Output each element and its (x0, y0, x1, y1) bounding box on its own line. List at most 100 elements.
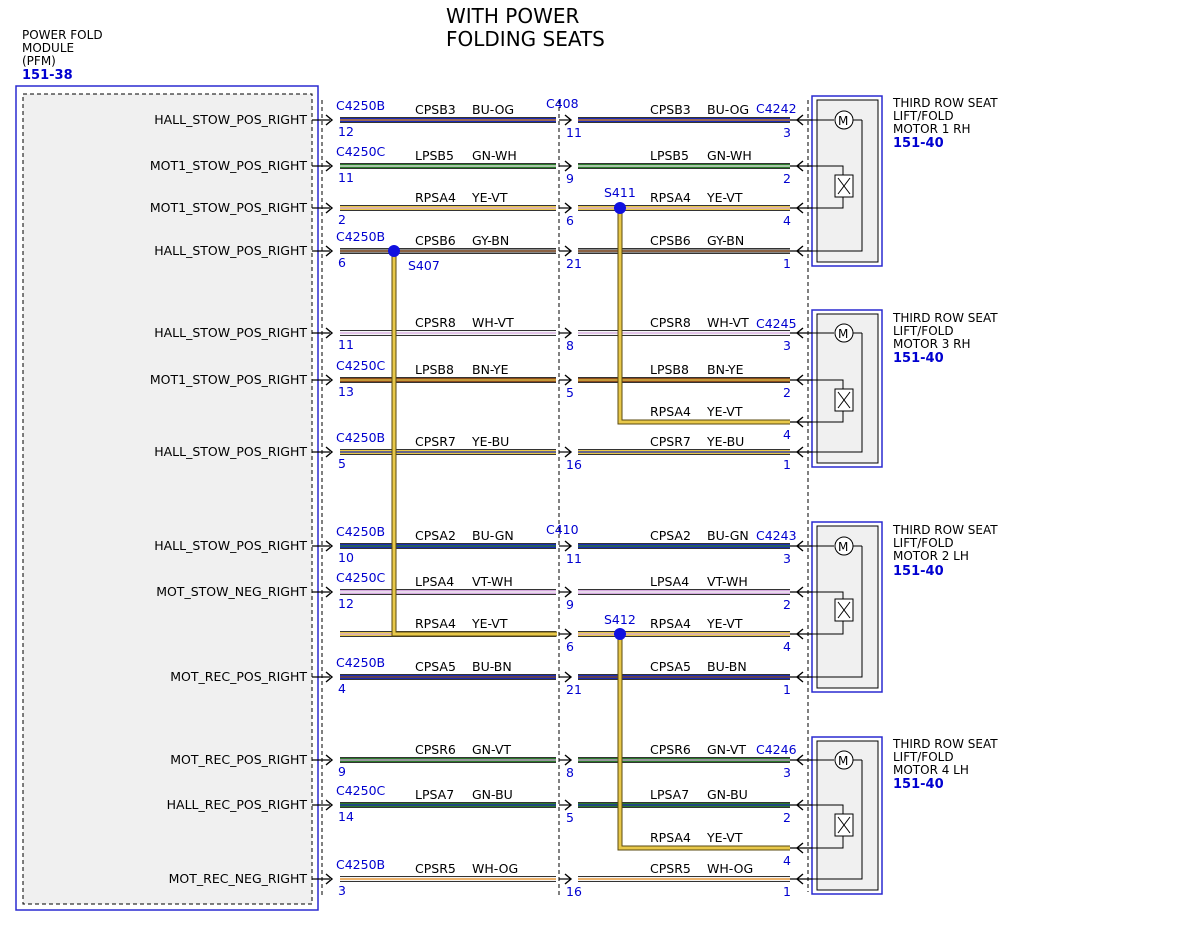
wire-8-circuit-left: CPSR7 (415, 434, 456, 449)
wire-12-color-right: BU-BN (707, 659, 747, 674)
motor-2-connector: C4243 (756, 528, 797, 543)
wire-15-right-pin: 4 (783, 853, 791, 868)
wire-2-left-connector: C4250C (336, 144, 386, 159)
svg-text:LIFT/FOLD: LIFT/FOLD (893, 324, 954, 338)
wire-8-color-right: YE-BU (706, 434, 744, 449)
svg-text:MOTOR 3 RH: MOTOR 3 RH (893, 337, 971, 351)
wire-5-circuit-right: CPSR8 (650, 315, 691, 330)
wire-8-right-pin: 1 (783, 457, 791, 472)
wire-7-color-right: YE-VT (706, 404, 743, 419)
wire-5-left-pin: 11 (338, 337, 354, 352)
wire-2-left-pin: 11 (338, 170, 354, 185)
motor-1-label: THIRD ROW SEAT LIFT/FOLD MOTOR 1 RH 151-… (892, 96, 998, 151)
wire-8-circuit-right: CPSR7 (650, 434, 691, 449)
motor-2-label: THIRD ROW SEAT LIFT/FOLD MOTOR 2 LH 151-… (892, 523, 998, 579)
svg-text:M: M (838, 114, 848, 128)
wire-5-circuit-left: CPSR8 (415, 315, 456, 330)
wire-9-signal-label: HALL_STOW_POS_RIGHT (154, 538, 307, 553)
module-label-line1: POWER FOLD (22, 28, 103, 42)
svg-text:LIFT/FOLD: LIFT/FOLD (893, 536, 954, 550)
mid-connector-c410: C410 (546, 522, 579, 537)
wire-11-circuit-left: RPSA4 (415, 616, 456, 631)
wire-3-signal-label: MOT1_STOW_POS_RIGHT (150, 200, 307, 215)
wire-10-color-left: VT-WH (472, 574, 513, 589)
wire-8-left-pin: 5 (338, 456, 346, 471)
wire-1-left-pin: 12 (338, 124, 354, 139)
wire-10-circuit-right: LPSA4 (650, 574, 689, 589)
wire-9-left-pin: 10 (338, 550, 354, 565)
wire-4-mid-pin: 21 (566, 256, 582, 271)
wire-4-color-left: GY-BN (472, 233, 509, 248)
wire-8-left-connector: C4250B (336, 430, 385, 445)
motor-3-symbol: M (812, 323, 863, 453)
wire-8-color-left: YE-BU (471, 434, 509, 449)
wire-3-left-pin: 2 (338, 212, 346, 227)
wire-11-motor-arrow (795, 628, 804, 640)
wire-3-circuit-left: RPSA4 (415, 190, 456, 205)
wire-10-module-arrow (325, 586, 334, 598)
splice-s407-dot (388, 245, 400, 257)
svg-text:LIFT/FOLD: LIFT/FOLD (893, 109, 954, 123)
wire-4-circuit-left: CPSB6 (415, 233, 456, 248)
svg-text:MOTOR 1 RH: MOTOR 1 RH (893, 122, 971, 136)
wire-10-circuit-left: LPSA4 (415, 574, 454, 589)
wire-6-motor-arrow (795, 374, 804, 386)
module-label-line3: (PFM) (22, 54, 56, 68)
wire-1-mid-pin: 11 (566, 125, 582, 140)
wire-2-signal-label: MOT1_STOW_POS_RIGHT (150, 158, 307, 173)
wire-6-signal-label: MOT1_STOW_POS_RIGHT (150, 372, 307, 387)
wire-13-motor-arrow (795, 754, 804, 766)
wire-6-color-left: BN-YE (472, 362, 509, 377)
wire-16-circuit-right: CPSR5 (650, 861, 691, 876)
wire-10-motor-arrow (795, 586, 804, 598)
wire-5-mid-pin: 8 (566, 338, 574, 353)
wire-1-color-right: BU-OG (707, 102, 749, 117)
wire-1-module-arrow (325, 114, 334, 126)
wire-4-module-arrow (325, 245, 334, 257)
wire-14-module-arrow (325, 799, 334, 811)
wire-2-module-arrow (325, 160, 334, 172)
wire-16-motor-arrow (795, 873, 804, 885)
wire-9-left-connector: C4250B (336, 524, 385, 539)
wire-8-motor-arrow (795, 446, 804, 458)
wire-9-mid-pin: 11 (566, 551, 582, 566)
wire-6-color-right: BN-YE (707, 362, 744, 377)
wire-12-right-pin: 1 (783, 682, 791, 697)
svg-text:MOTOR 4 LH: MOTOR 4 LH (893, 763, 969, 777)
svg-text:M: M (838, 754, 848, 768)
wire-14-motor-arrow (795, 799, 804, 811)
motor-4-box (811, 736, 883, 895)
wire-1-right-pin: 3 (783, 125, 791, 140)
wire-4-motor-arrow (795, 245, 804, 257)
motor-3-connector: C4245 (756, 316, 797, 331)
wire-13-color-right: GN-VT (707, 742, 746, 757)
wire-3-circuit-right: RPSA4 (650, 190, 691, 205)
wire-9-module-arrow (325, 540, 334, 552)
wire-12-left-connector: C4250B (336, 655, 385, 670)
diagram-title-line1: WITH POWER (446, 4, 580, 28)
wire-14-right-pin: 2 (783, 810, 791, 825)
wire-3-motor-arrow (795, 202, 804, 214)
wire-2-right-pin: 2 (783, 171, 791, 186)
wire-16-color-left: WH-OG (472, 861, 518, 876)
wire-16-right-pin: 1 (783, 884, 791, 899)
wire-16-mid-pin: 16 (566, 884, 582, 899)
wire-9-color-right: BU-GN (707, 528, 749, 543)
wire-13-circuit-right: CPSR6 (650, 742, 691, 757)
wire-1-circuit-left: CPSB3 (415, 102, 456, 117)
svg-text:151-40: 151-40 (893, 777, 944, 792)
wire-10-left-pin: 12 (338, 596, 354, 611)
wire-7-circuit-right: RPSA4 (650, 404, 691, 419)
wire-11-color-right: YE-VT (706, 616, 743, 631)
wire-10-mid-pin: 9 (566, 597, 574, 612)
wire-2-circuit-right: LPSB5 (650, 148, 689, 163)
wire-6-circuit-right: LPSB8 (650, 362, 689, 377)
wire-1-left-connector: C4250B (336, 98, 385, 113)
motor-4-label: THIRD ROW SEAT LIFT/FOLD MOTOR 4 LH 151-… (892, 737, 998, 792)
wire-16-left-pin: 3 (338, 883, 346, 898)
wire-9-motor-arrow (795, 540, 804, 552)
wire-10-left-connector: C4250C (336, 570, 386, 585)
splice-s411-label: S411 (604, 185, 636, 200)
svg-text:151-40: 151-40 (893, 564, 944, 579)
svg-text:MOTOR 2 LH: MOTOR 2 LH (893, 549, 969, 563)
